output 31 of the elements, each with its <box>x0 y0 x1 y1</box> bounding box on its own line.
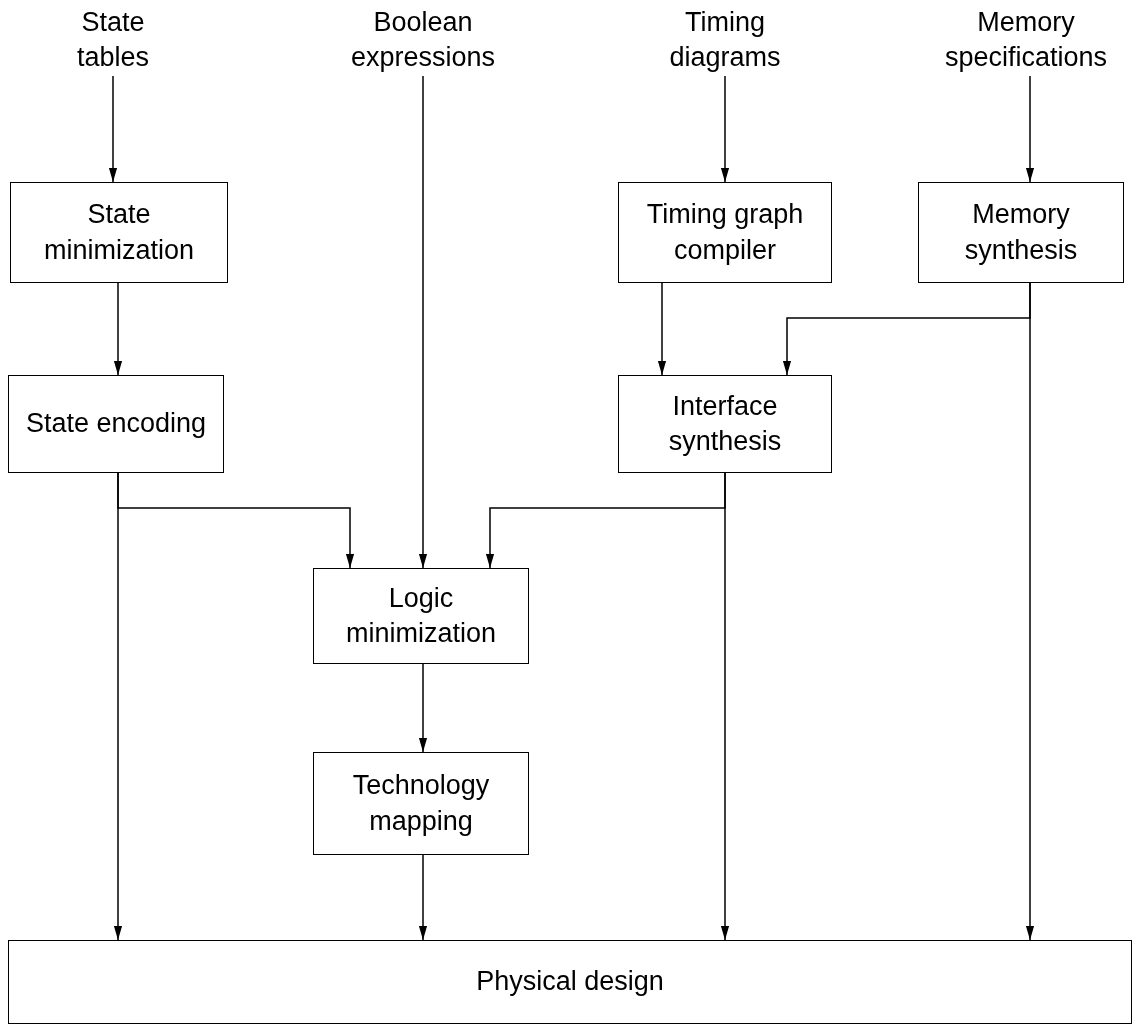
box-label: Technology mapping <box>351 769 491 838</box>
input-label: Boolean expressions <box>349 5 497 74</box>
box-label: State encoding <box>25 407 207 441</box>
arrow <box>720 75 730 183</box>
arrow <box>1025 282 1035 941</box>
process-box <box>313 752 529 855</box>
input-label: State tables <box>75 5 151 74</box>
process-box <box>8 375 224 473</box>
arrow <box>657 282 667 376</box>
box-label: State minimization <box>42 198 195 267</box>
input-label: Timing diagrams <box>668 5 782 74</box>
process-box <box>618 182 832 283</box>
arrow <box>113 472 123 941</box>
box-label: Memory synthesis <box>963 198 1079 267</box>
box-label: Physical design <box>476 965 664 999</box>
box-label: Logic minimization <box>344 581 497 650</box>
arrow <box>1025 75 1035 183</box>
box-label: Interface synthesis <box>667 389 783 458</box>
input-label: Memory specifications <box>943 5 1109 74</box>
process-box <box>918 182 1124 283</box>
box-label: Timing graph compiler <box>645 198 805 267</box>
arrow <box>113 282 123 376</box>
process-box <box>8 940 1132 1024</box>
process-box <box>10 182 228 283</box>
arrow <box>418 663 428 753</box>
arrow <box>720 472 730 941</box>
arrow <box>108 75 118 183</box>
arrow <box>418 75 428 569</box>
process-box <box>313 568 529 664</box>
process-box <box>618 375 832 473</box>
arrow <box>418 854 428 941</box>
